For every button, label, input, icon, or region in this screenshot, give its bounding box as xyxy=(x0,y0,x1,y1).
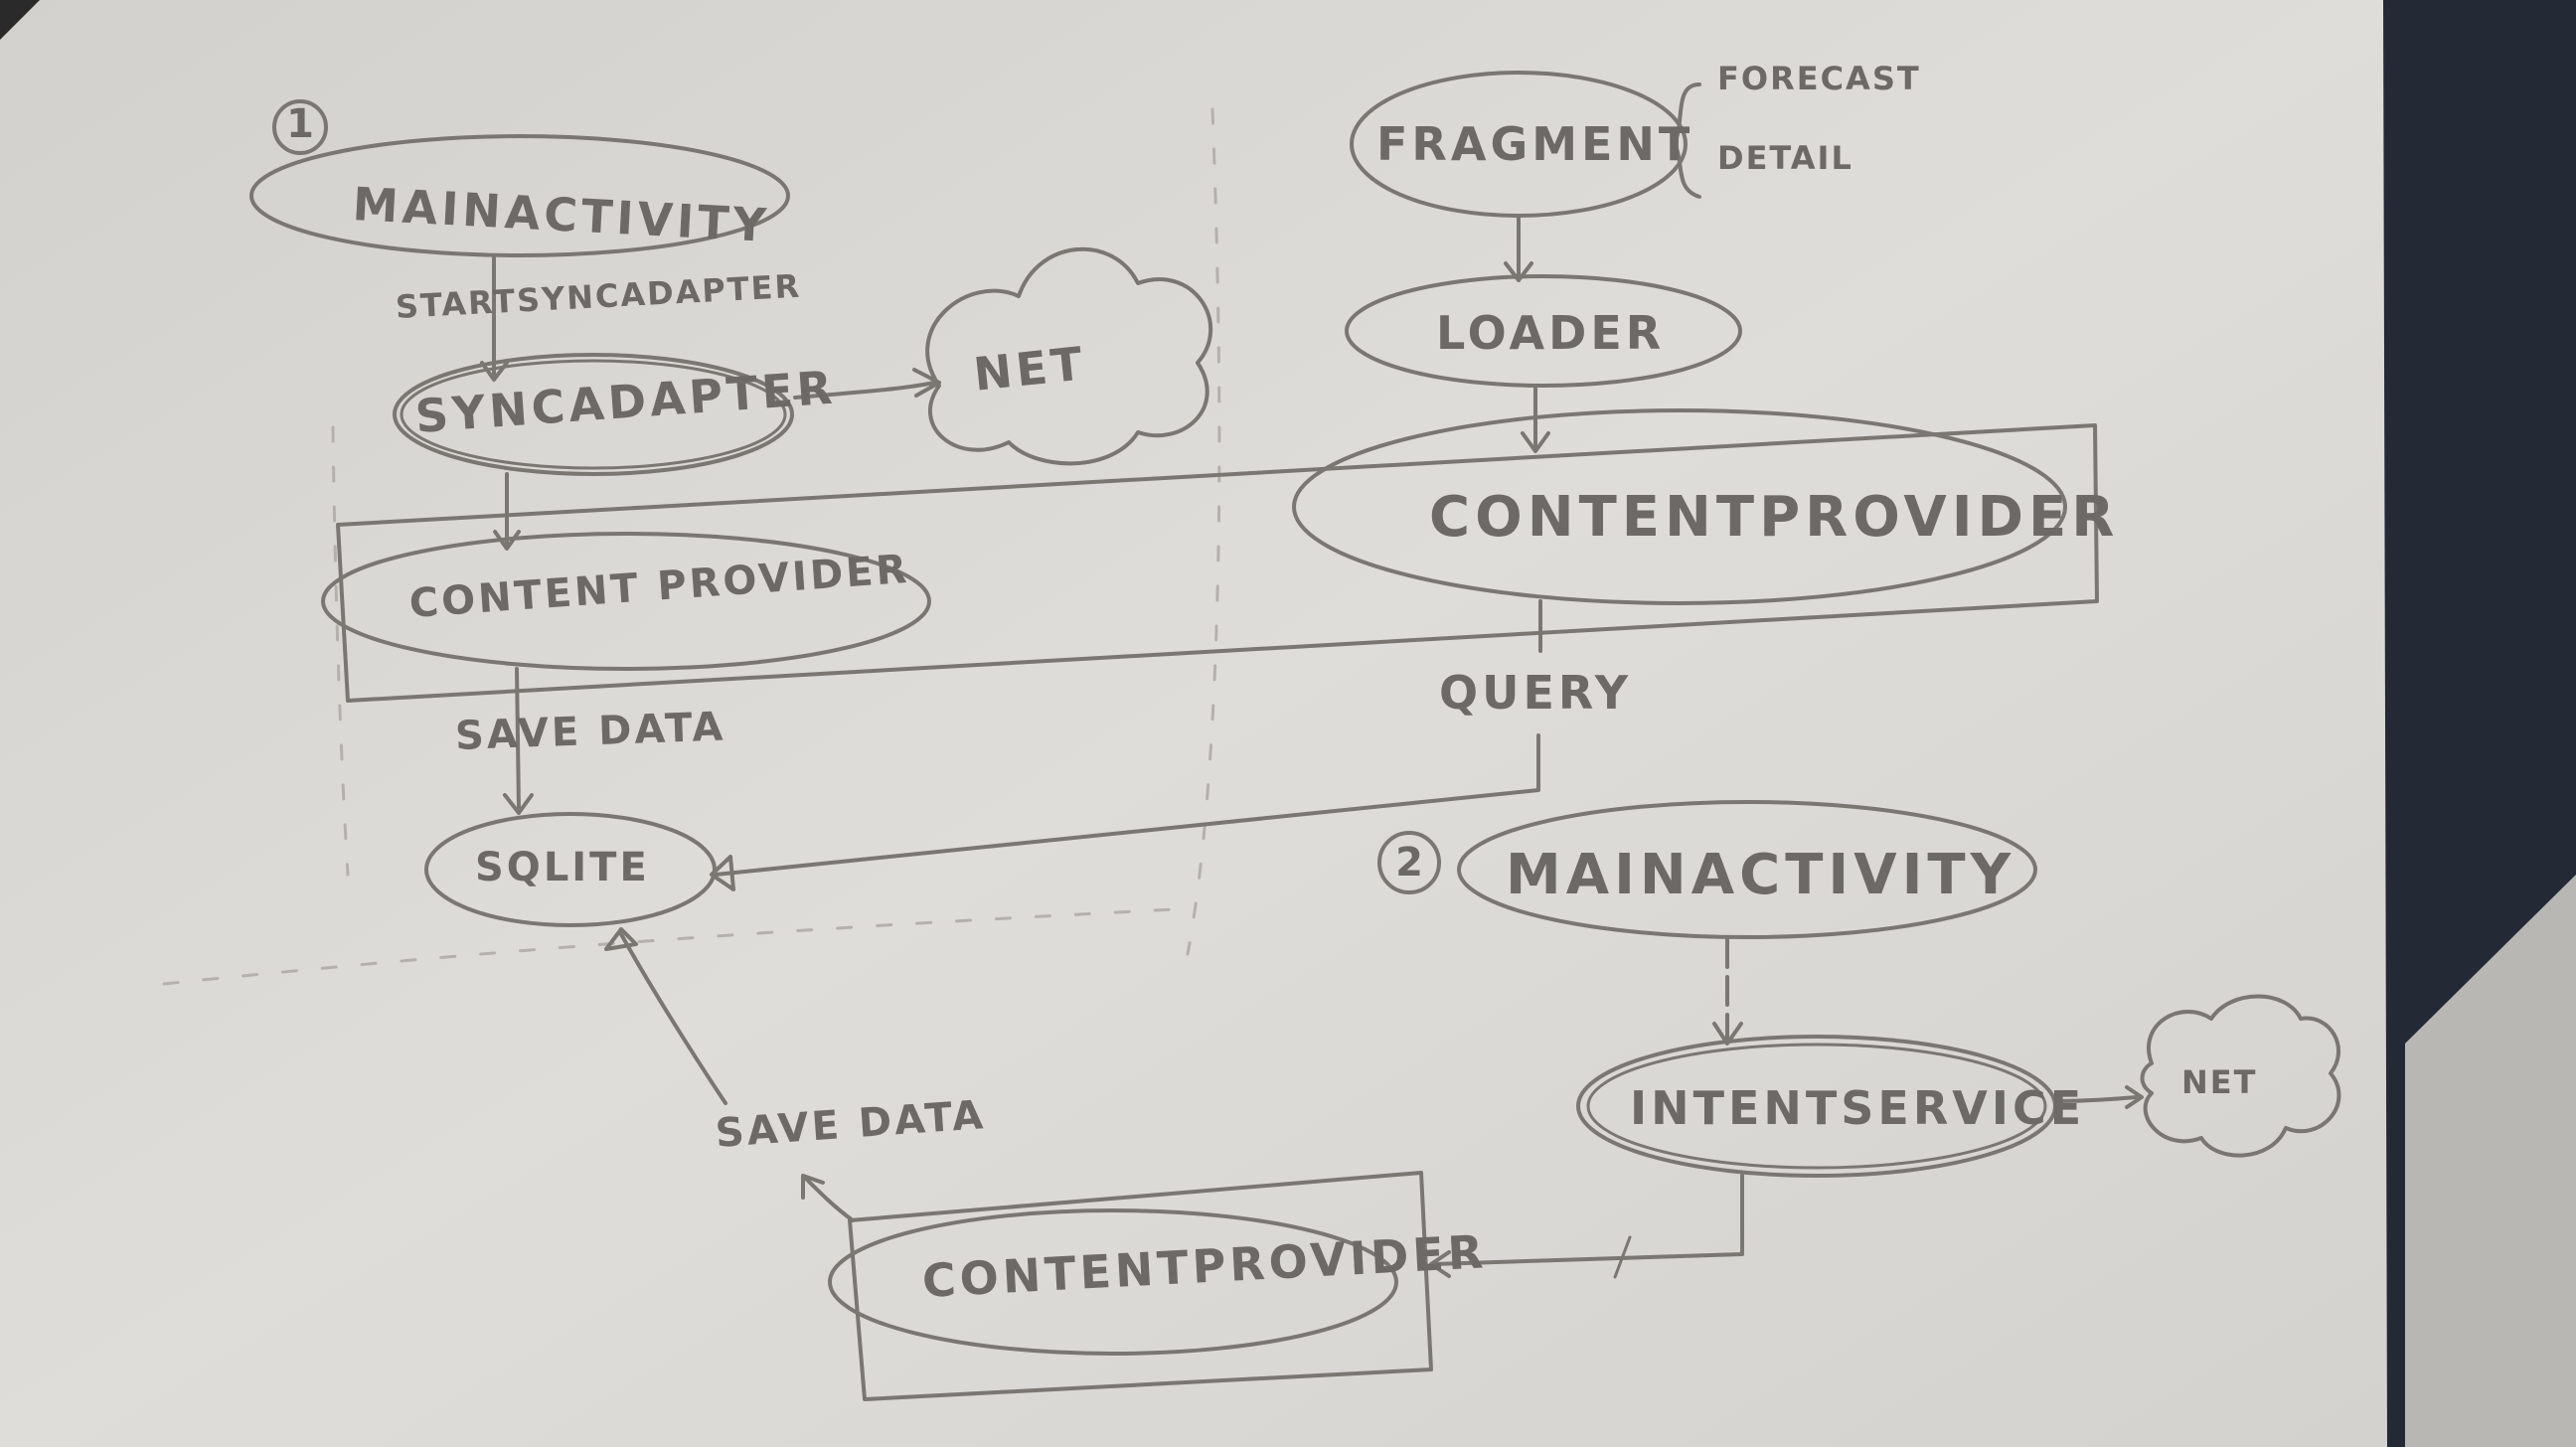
section-divider xyxy=(162,107,1221,986)
content-provider-3-node xyxy=(828,1208,1398,1356)
net-2-cloud xyxy=(2140,994,2341,1158)
content-provider-2-node xyxy=(1292,408,2067,605)
flow-2-marker xyxy=(1377,831,1441,894)
content-provider-group-box xyxy=(336,423,2099,703)
flow-1-marker xyxy=(272,99,328,155)
main-activity-2-node xyxy=(1457,800,2037,939)
paper-sheet xyxy=(0,0,2387,1447)
desk-object xyxy=(2405,875,2576,1447)
content-provider-1-node xyxy=(321,532,931,671)
fragment-brace xyxy=(1673,82,1701,199)
net-1-cloud xyxy=(925,246,1213,466)
content-provider-3-group-box xyxy=(848,1171,1433,1401)
sync-adapter-node xyxy=(393,353,794,476)
main-activity-1-node xyxy=(249,134,790,257)
loader-node xyxy=(1345,274,1742,388)
intent-service-node xyxy=(1576,1035,2057,1178)
